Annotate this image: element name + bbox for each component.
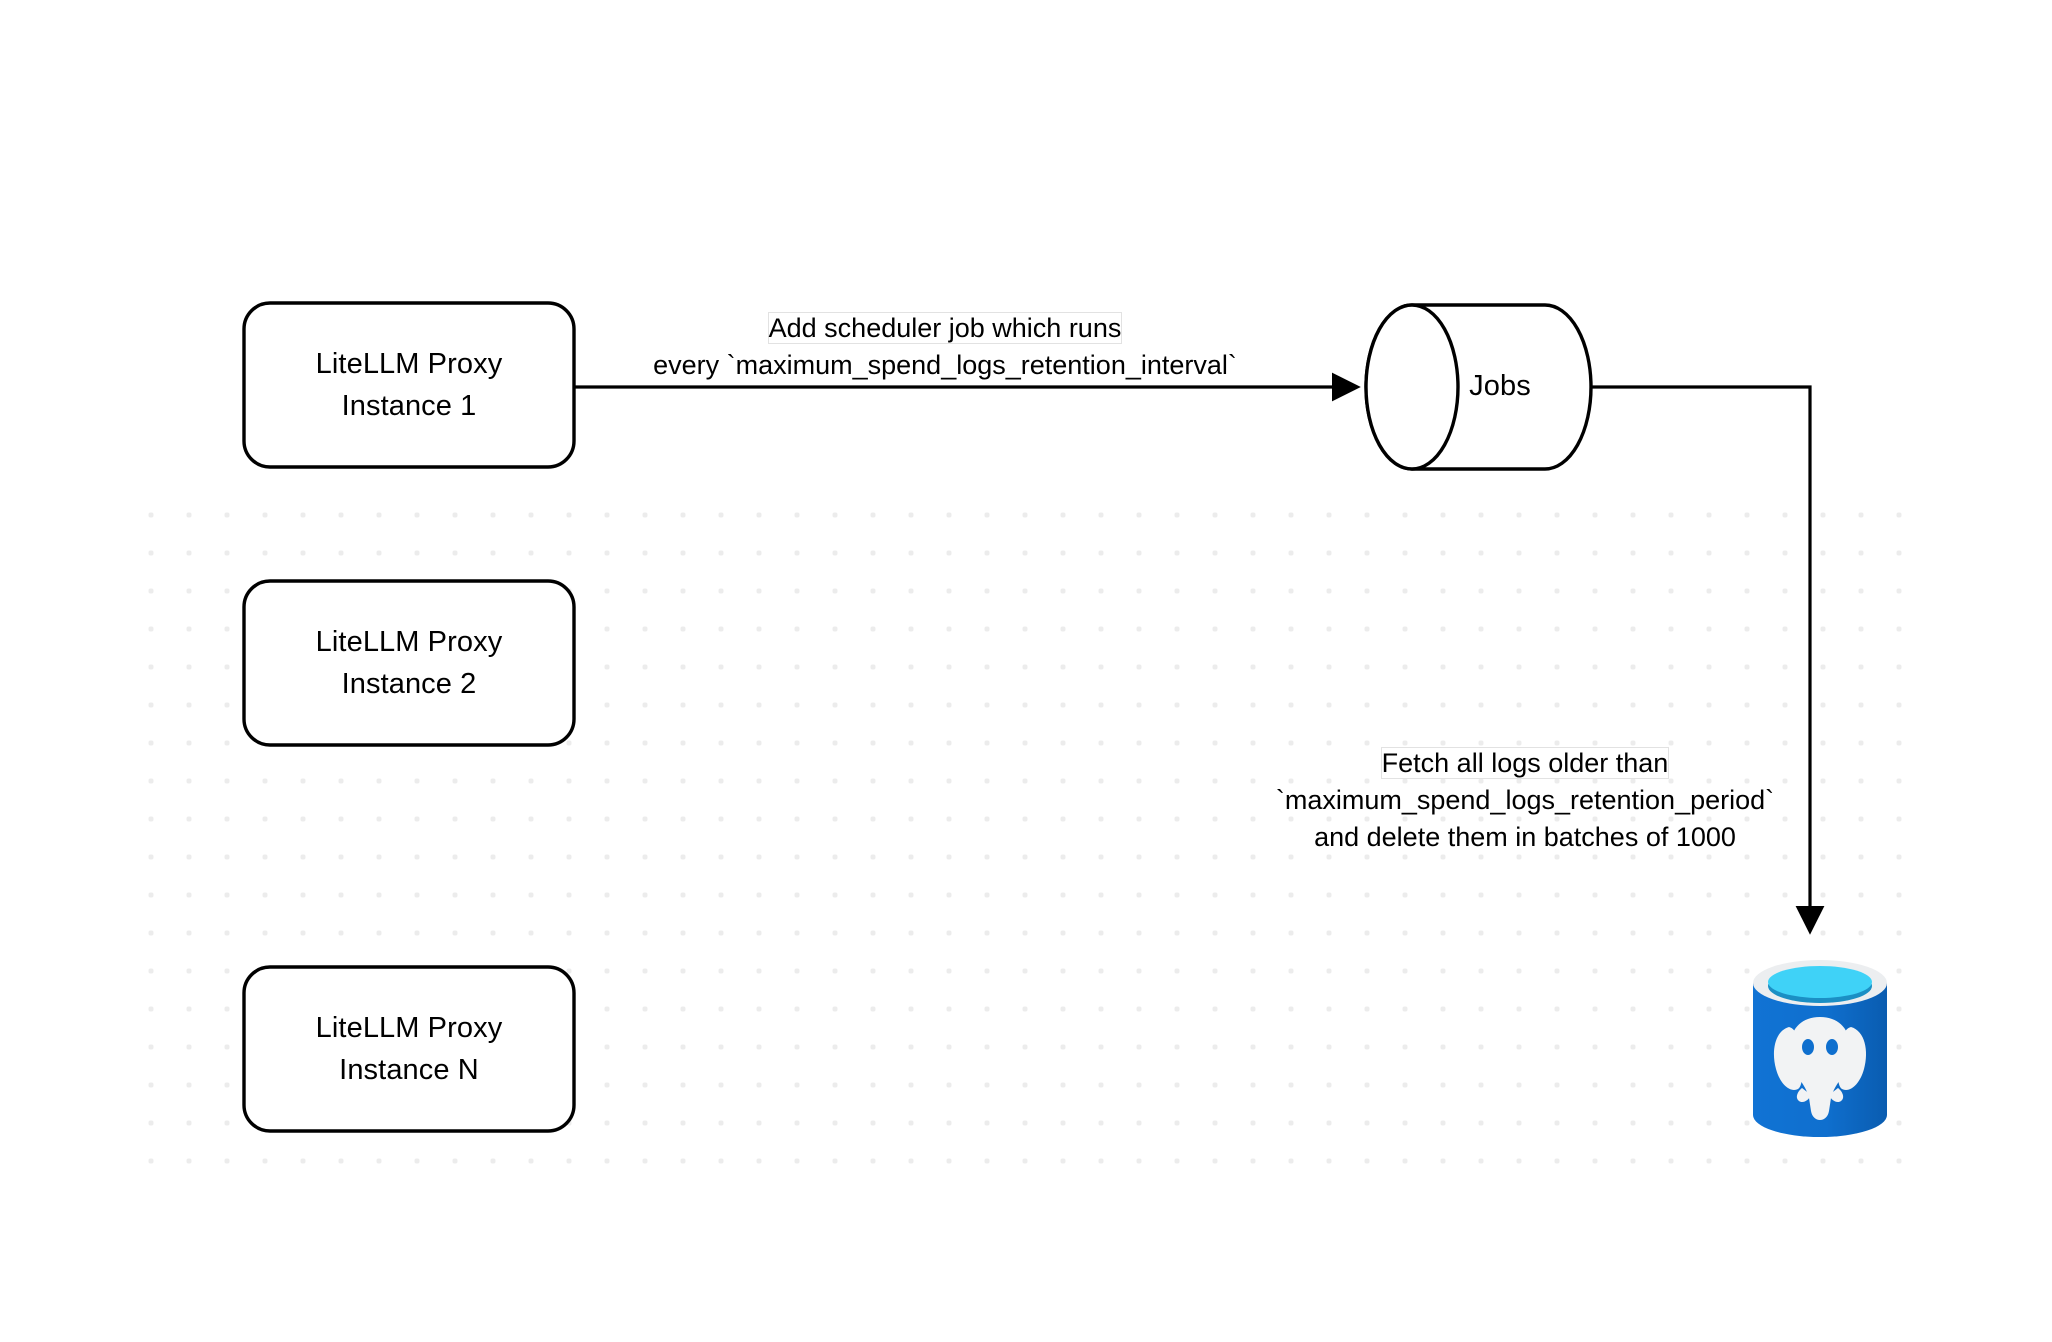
edge-cleanup-label-line-3: and delete them in batches of 1000 bbox=[1314, 822, 1736, 852]
edge-cleanup-label-line-2: `maximum_spend_logs_retention_period` bbox=[1275, 785, 1775, 815]
edge-cleanup-label-line-1: Fetch all logs older than bbox=[1381, 748, 1669, 778]
node-proxy-instance-n[interactable] bbox=[242, 965, 576, 1133]
node-proxy-instance-1[interactable] bbox=[242, 301, 576, 469]
edge-scheduler-label: Add scheduler job which runs every `maxi… bbox=[600, 310, 1290, 384]
node-proxy-instance-2-label: LiteLLM Proxy Instance 2 bbox=[315, 626, 503, 700]
node-jobs-label: Jobs bbox=[1469, 370, 1531, 402]
postgres-liquid-surface bbox=[1768, 966, 1872, 998]
edge-cleanup-arrow bbox=[1591, 385, 1825, 935]
edge-cleanup-label: Fetch all logs older than `maximum_spend… bbox=[1240, 745, 1810, 856]
node-postgres-database[interactable] bbox=[1745, 955, 1895, 1145]
edge-scheduler-label-line-1: Add scheduler job which runs bbox=[768, 313, 1122, 343]
node-proxy-instance-n-label: LiteLLM Proxy Instance N bbox=[315, 1012, 503, 1086]
node-proxy-instance-2[interactable] bbox=[242, 579, 576, 747]
postgres-elephant-eyes bbox=[1802, 1039, 1838, 1055]
node-proxy-instance-1-label: LiteLLM Proxy Instance 1 bbox=[315, 348, 503, 422]
edge-scheduler-label-line-2: every `maximum_spend_logs_retention_inte… bbox=[653, 350, 1237, 380]
node-jobs-cylinder[interactable] bbox=[1364, 303, 1593, 471]
